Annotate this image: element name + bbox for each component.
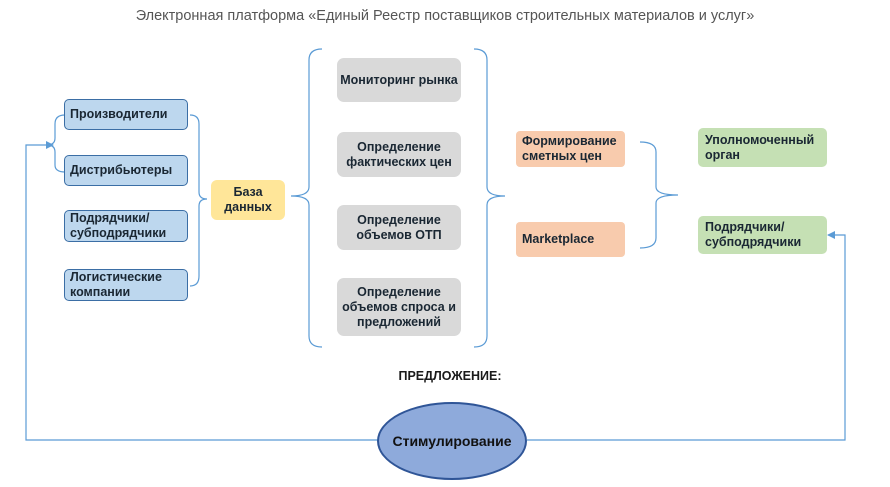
functions-brace-right xyxy=(473,48,506,348)
participant-label: Производители xyxy=(70,107,168,121)
participant-label: Дистрибьютеры xyxy=(70,163,173,177)
participant-label: Подрядчики/ субподрядчики xyxy=(70,211,167,240)
feedback-brace xyxy=(46,114,66,173)
function-label: Определение фактических цен xyxy=(346,139,452,169)
output-label: Формирование сметных цен xyxy=(522,134,617,163)
consumer-label: Уполномоченный орган xyxy=(705,132,815,162)
consumer-authority: Уполномоченный орган xyxy=(698,128,827,167)
function-supply-demand: Определение объемов спроса и предложений xyxy=(337,278,461,336)
consumer-contractors: Подрядчики/ субподрядчики xyxy=(698,216,827,254)
feedback-arrow-right xyxy=(527,231,846,441)
proposal-heading: ПРЕДЛОЖЕНИЕ: xyxy=(398,369,502,383)
diagram-title: Электронная платформа «Единый Реестр пос… xyxy=(135,8,755,24)
database-label: База данных xyxy=(224,185,272,214)
participant-producers: Производители xyxy=(64,99,188,130)
function-label: Определение объемов спроса и предложений xyxy=(342,284,456,329)
function-label: Определение объемов ОТП xyxy=(356,212,442,242)
consumer-label: Подрядчики/ субподрядчики xyxy=(705,220,802,249)
feedback-arrow-left xyxy=(25,141,378,441)
output-estimate-prices: Формирование сметных цен xyxy=(516,131,625,167)
stimulus-label: Стимулирование xyxy=(392,433,512,449)
participant-logistics: Логистические компании xyxy=(64,269,188,301)
functions-brace-left xyxy=(290,48,323,348)
output-label: Marketplace xyxy=(522,232,595,246)
participant-label: Логистические компании xyxy=(70,270,162,299)
participant-distributors: Дистрибьютеры xyxy=(64,155,188,186)
participant-contractors: Подрядчики/ субподрядчики xyxy=(64,210,188,242)
outputs-brace xyxy=(639,141,679,249)
stimulus-ellipse: Стимулирование xyxy=(377,402,527,480)
function-market-monitoring: Мониторинг рынка xyxy=(337,58,461,102)
database-box: База данных xyxy=(211,180,285,220)
participants-brace xyxy=(189,114,208,287)
function-otp-volumes: Определение объемов ОТП xyxy=(337,205,461,250)
output-marketplace: Marketplace xyxy=(516,222,625,257)
function-actual-prices: Определение фактических цен xyxy=(337,132,461,177)
function-label: Мониторинг рынка xyxy=(340,72,458,87)
